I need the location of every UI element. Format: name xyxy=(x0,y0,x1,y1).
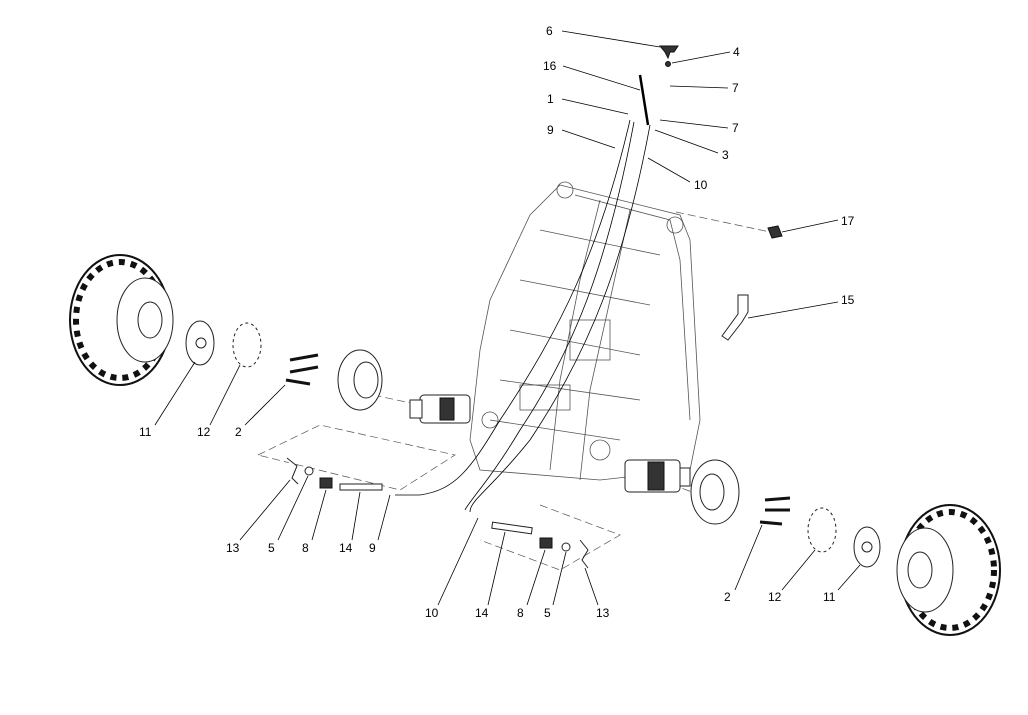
guide-left xyxy=(256,424,456,491)
callout-5b: 5 xyxy=(544,606,551,620)
callout-1: 1 xyxy=(547,92,554,106)
callout-15: 15 xyxy=(841,293,855,307)
handle-knob xyxy=(658,45,679,60)
callout-6: 6 xyxy=(546,24,553,38)
callout-11b: 11 xyxy=(823,590,836,604)
callout-7b: 7 xyxy=(732,121,739,135)
callout-14: 14 xyxy=(339,541,353,555)
callout-12: 12 xyxy=(197,425,211,439)
callout-9: 9 xyxy=(547,123,554,137)
control-cables xyxy=(395,74,651,513)
callout-2b: 2 xyxy=(724,590,731,604)
callout-17: 17 xyxy=(841,214,855,228)
callout-2: 2 xyxy=(235,425,242,439)
callout-5: 5 xyxy=(268,541,275,555)
leader-lines xyxy=(154,30,861,606)
callout-8: 8 xyxy=(302,541,309,555)
right-sprocket xyxy=(807,507,837,553)
right-motor xyxy=(624,459,691,493)
callout-7: 7 xyxy=(732,81,739,95)
right-bolts xyxy=(759,496,791,526)
callout-13: 13 xyxy=(226,541,240,555)
callout-9b: 9 xyxy=(369,541,376,555)
left-sprocket xyxy=(232,322,262,368)
left-spring xyxy=(319,477,333,489)
right-clip xyxy=(579,539,589,569)
callout-3: 3 xyxy=(722,148,729,162)
left-motor xyxy=(409,394,471,424)
bracket-17 xyxy=(767,225,783,239)
callout-8b: 8 xyxy=(517,606,524,620)
callout-10: 10 xyxy=(694,178,708,192)
left-clip xyxy=(286,457,299,485)
callout-11: 11 xyxy=(139,425,152,439)
left-tire xyxy=(69,254,174,386)
bracket-15 xyxy=(721,294,749,341)
right-pin xyxy=(491,521,533,535)
right-spring xyxy=(539,537,553,549)
callout-4: 4 xyxy=(733,45,740,59)
callout-13b: 13 xyxy=(596,606,610,620)
callout-16: 16 xyxy=(543,59,557,73)
callout-labels: 6 4 16 7 1 7 9 3 10 17 15 11 12 2 13 5 8… xyxy=(139,24,855,620)
callout-12b: 12 xyxy=(768,590,782,604)
callout-10b: 10 xyxy=(425,606,439,620)
chassis-frame xyxy=(469,181,701,481)
left-bolts xyxy=(285,353,319,386)
right-tire xyxy=(896,504,1001,636)
left-pin xyxy=(339,483,383,491)
callout-14b: 14 xyxy=(475,606,489,620)
guide-right xyxy=(479,504,621,571)
